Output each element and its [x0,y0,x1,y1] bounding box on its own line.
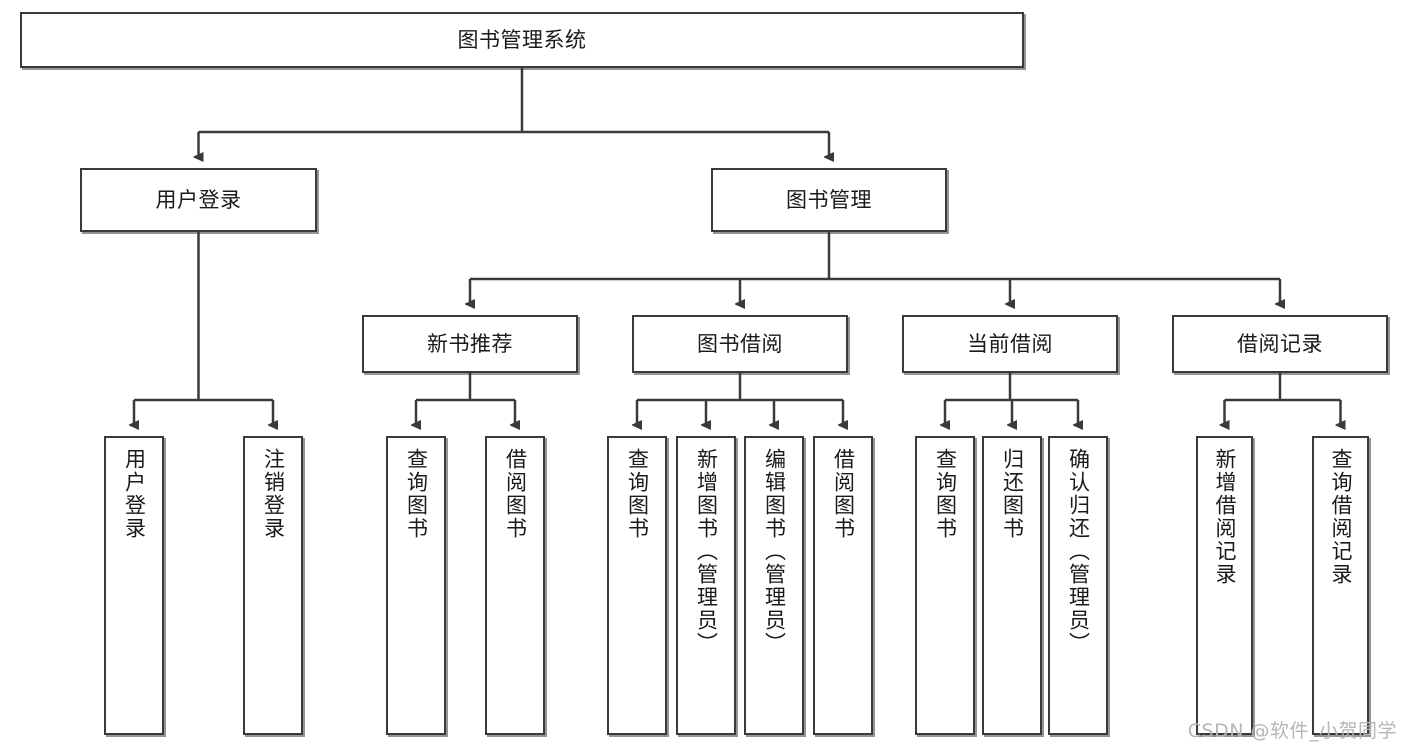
node-l2[interactable]: 注销登录 [243,436,303,735]
node-label: 用户登录 [122,448,147,540]
node-label: 归还图书 [1000,448,1025,540]
node-label: 新书推荐 [427,331,513,356]
node-l4[interactable]: 借阅图书 [485,436,545,735]
node-label: 确认归还（管理员） [1066,448,1091,655]
node-newbook[interactable]: 新书推荐 [362,315,578,373]
node-root[interactable]: 图书管理系统 [20,12,1024,68]
node-label: 查询图书 [404,448,429,540]
node-l8[interactable]: 借阅图书 [813,436,873,735]
node-label: 当前借阅 [967,331,1053,356]
node-l10[interactable]: 归还图书 [982,436,1042,735]
node-l7[interactable]: 编辑图书（管理员） [744,436,804,735]
node-label: 借阅图书 [503,448,528,540]
node-l6[interactable]: 新增图书（管理员） [676,436,736,735]
node-records[interactable]: 借阅记录 [1172,315,1388,373]
node-label: 借阅图书 [831,448,856,540]
node-l13[interactable]: 查询借阅记录 [1312,436,1369,735]
node-label: 图书管理系统 [457,27,587,52]
node-label: 图书借阅 [697,331,783,356]
node-current[interactable]: 当前借阅 [902,315,1118,373]
node-label: 图书管理 [786,187,872,212]
node-label: 新增图书（管理员） [694,448,719,655]
node-label: 注销登录 [261,448,286,540]
node-label: 查询借阅记录 [1329,448,1353,586]
node-l3[interactable]: 查询图书 [386,436,446,735]
node-l1[interactable]: 用户登录 [104,436,164,735]
node-l12[interactable]: 新增借阅记录 [1196,436,1253,735]
node-bookmgmt[interactable]: 图书管理 [711,168,947,232]
node-l9[interactable]: 查询图书 [915,436,975,735]
node-login[interactable]: 用户登录 [80,168,317,232]
node-label: 新增借阅记录 [1213,448,1237,586]
node-label: 查询图书 [625,448,650,540]
node-l11[interactable]: 确认归还（管理员） [1048,436,1108,735]
node-label: 查询图书 [933,448,958,540]
node-l5[interactable]: 查询图书 [607,436,667,735]
node-label: 借阅记录 [1237,331,1323,356]
node-label: 用户登录 [155,187,242,212]
watermark: CSDN @软件_小贺同学 [1187,720,1397,742]
node-label: 编辑图书（管理员） [762,448,787,655]
node-borrow[interactable]: 图书借阅 [632,315,848,373]
